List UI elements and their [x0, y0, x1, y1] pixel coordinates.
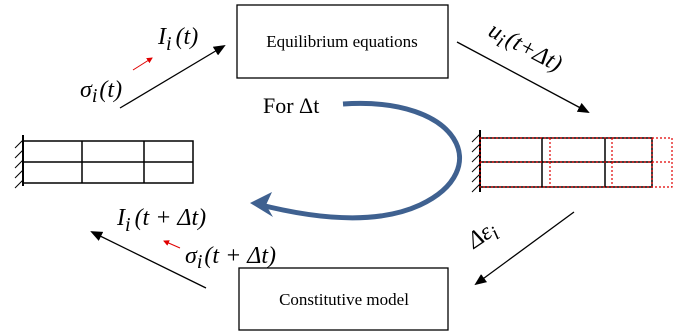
internal-force-next-label: Ii(t + Δt)	[116, 205, 206, 236]
svg-text:ui(t+Δt): ui(t+Δt)	[482, 17, 566, 81]
equilibrium-box: Equilibrium equations	[236, 4, 449, 79]
constitutive-label: Constitutive model	[279, 290, 409, 309]
stress-next-label: σi(t + Δt)	[185, 243, 276, 273]
stress-to-force-small-arrow	[132, 57, 153, 71]
loop-label: For Δt	[263, 93, 319, 118]
arrow-to-initial-mesh	[90, 231, 207, 289]
stress-label: σi(t)	[80, 77, 122, 107]
deformed-mesh	[471, 130, 673, 193]
initial-mesh	[14, 135, 194, 189]
constitutive-box: Constitutive model	[238, 267, 449, 331]
strain-increment-label: Δεi	[462, 216, 504, 258]
svg-text:Δεi: Δεi	[462, 216, 504, 258]
time-step-loop-arrow	[256, 100, 463, 221]
arrow-to-deformed-mesh	[456, 41, 590, 113]
internal-force-label: Ii(t)	[157, 24, 198, 55]
displacement-label: ui(t+Δt)	[482, 17, 566, 81]
arrow-to-constitutive	[474, 211, 575, 286]
arrow-to-equilibrium	[119, 44, 226, 109]
equilibrium-label: Equilibrium equations	[266, 32, 418, 51]
stress-next-to-force-next-small-arrow	[163, 240, 181, 249]
time-step-loop-arrowhead	[250, 192, 273, 217]
